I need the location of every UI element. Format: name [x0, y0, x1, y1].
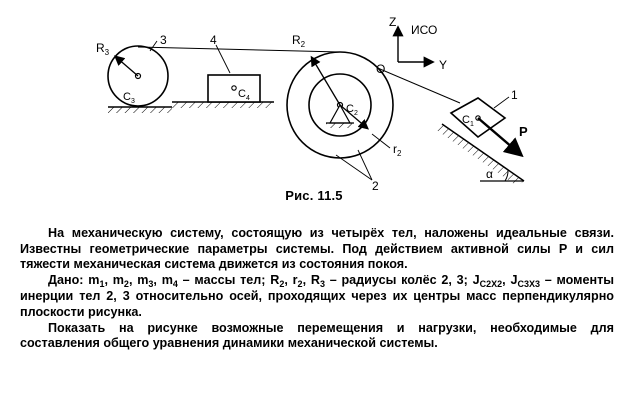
block-1: [449, 97, 524, 158]
center-c3-label: C3: [123, 91, 135, 105]
radius-small-r2-label: r2: [393, 142, 402, 158]
mechanism-figure: C3 R3 3 C4 4 C2 R2 r2 2 Z ИСО Y O: [96, 15, 528, 193]
wheel-2: [286, 51, 394, 159]
paragraph-1: На механическую систему, состоящую из че…: [20, 226, 614, 272]
wheel-3: [107, 45, 169, 107]
inertial-frame-axes: [392, 25, 435, 68]
paragraph-2: Дано: m1, m2, m3, m4 – массы тел; R2, r2…: [20, 272, 615, 319]
paragraph-3: Показать на рисунке возможные перемещени…: [20, 320, 614, 351]
force-p-label: P: [519, 124, 528, 139]
radius-big-r2-label: R2: [292, 33, 306, 49]
axis-y-label: Y: [439, 58, 447, 72]
inclined-plane: [435, 123, 525, 186]
center-c2-label: C2: [346, 103, 358, 117]
block-4: [207, 74, 261, 103]
body-4-number: 4: [210, 33, 217, 47]
figure-caption: Рис. 11.5: [285, 188, 343, 203]
problem-statement: На механическую систему, состоящую из че…: [20, 226, 614, 352]
wheel-3-support: [108, 106, 172, 113]
center-c1-label: C1: [462, 114, 474, 128]
frame-label: ИСО: [411, 23, 437, 37]
origin-label: O: [376, 62, 385, 76]
angle-alpha-label: α: [486, 167, 493, 181]
body-1-number: 1: [511, 88, 518, 102]
body-3-number: 3: [160, 33, 167, 47]
body-2-number: 2: [372, 179, 379, 193]
radius-r3-label: R3: [96, 41, 110, 57]
block-4-surface: [172, 101, 274, 108]
axis-z-label: Z: [389, 15, 396, 29]
center-c4-label: C4: [238, 88, 250, 102]
